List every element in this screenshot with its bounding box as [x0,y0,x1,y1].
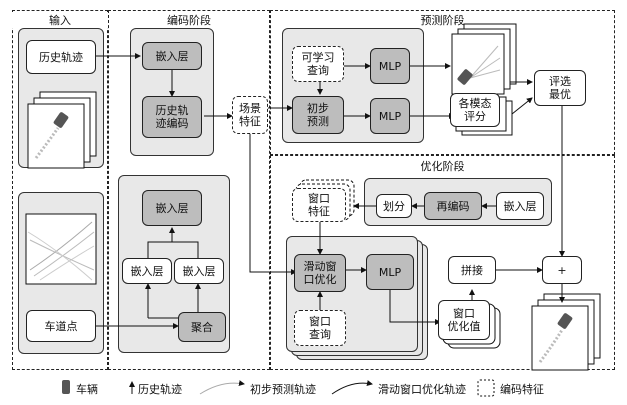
mlp-opt-box: MLP [366,254,414,290]
scene-feature-box: 场景 特征 [232,96,268,134]
partition-box: 划分 [376,194,412,218]
predict-section-title: 预测阶段 [420,14,465,27]
optimized-output-image [531,293,601,371]
optimize-section [270,155,615,370]
window-opt-value-box: 窗口 优化值 [438,300,490,340]
plus-box: + [542,256,582,284]
input-section-title: 输入 [12,12,108,28]
history-trajectory-encoding: 历史轨 迹编码 [142,96,202,138]
input-section [12,10,108,370]
encode-section [108,10,270,370]
optimize-section-title: 优化阶段 [420,160,465,173]
select-best-box: 评选 最优 [534,70,586,106]
predict-section [270,10,615,155]
embedding-layer-mid: 嵌入层 [142,190,202,226]
history-trajectory-box: 历史轨迹 [26,40,96,74]
legend-vehicle-label: 车辆 [76,383,98,396]
concat-box: 拼接 [448,256,496,284]
legend-history-label: 历史轨迹 [138,383,182,396]
predict-output-image [451,23,517,95]
learnable-query-box: 可学习 查询 [292,46,344,82]
legend-sliding-label: 滑动窗口优化轨迹 [378,383,466,396]
aggregate-box: 聚合 [178,312,226,342]
input-history-image [27,91,97,169]
embedding-layer-left: 嵌入层 [122,258,172,284]
encode-section-title: 编码阶段 [167,14,211,27]
embedding-layer-top: 嵌入层 [142,42,202,70]
embedding-layer-right: 嵌入层 [174,258,224,284]
window-query-box: 窗口 查询 [294,310,346,346]
legend-graphics [62,379,495,397]
window-feature-box: 窗口 特征 [292,188,346,222]
legend-encoded: 编码特征 [500,381,544,397]
initial-prediction-box: 初步 预测 [292,96,344,134]
embedding-layer-opt: 嵌入层 [496,192,544,220]
lane-map-image [25,213,97,285]
legend-sliding: 滑动窗口优化轨迹 [378,381,466,397]
mlp-bottom-box: MLP [370,98,410,134]
mlp-top-box: MLP [370,48,410,84]
legend-vehicle: 车辆 [76,381,98,397]
sliding-window-opt-box: 滑动窗 口优化 [294,254,346,292]
reencode-box: 再编码 [424,192,482,220]
mode-score-box: 各模态 评分 [450,93,500,127]
legend-initial-label: 初步预测轨迹 [250,383,316,396]
legend-encoded-label: 编码特征 [500,383,544,396]
legend-initial: 初步预测轨迹 [250,381,316,397]
lane-points-box: 车道点 [26,310,96,342]
legend-history: 历史轨迹 [138,381,182,397]
